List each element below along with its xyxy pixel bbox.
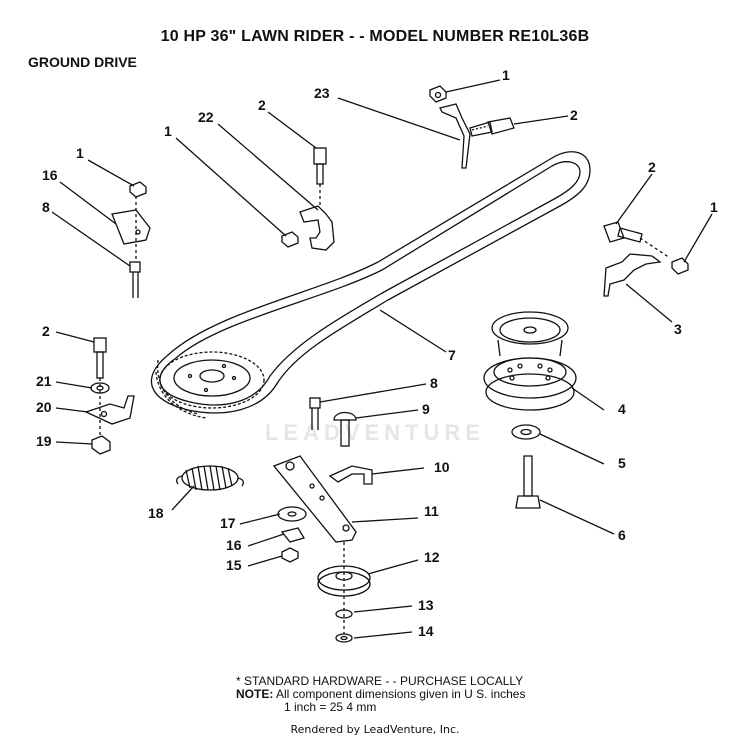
bolt-2-left — [93, 337, 107, 379]
conversion-note: 1 inch = 25 4 mm — [284, 700, 377, 714]
nut-right — [671, 257, 689, 275]
nut-left — [129, 181, 147, 198]
callout-6: 6 — [618, 527, 626, 543]
pulley-4 — [483, 311, 577, 411]
bolt-right — [603, 221, 671, 259]
bracket-20 — [84, 395, 135, 425]
callout-16: 16 — [42, 167, 58, 183]
callout-13: 13 — [418, 597, 434, 613]
rendered-by-credit: Rendered by LeadVenture, Inc. — [290, 723, 460, 736]
stud-8-center — [309, 397, 321, 430]
callout-2: 2 — [648, 159, 656, 175]
bolt-22 — [313, 147, 327, 208]
callout-3: 3 — [674, 321, 682, 337]
callout-12: 12 — [424, 549, 440, 565]
callout-21: 21 — [36, 373, 52, 389]
callout-2: 2 — [570, 107, 578, 123]
washer-17 — [277, 506, 307, 522]
hex-nut-top — [429, 85, 447, 103]
callout-16: 16 — [226, 537, 242, 553]
spring-18 — [176, 465, 244, 491]
note-label: NOTE: — [236, 687, 274, 701]
bracket-3 — [603, 253, 662, 297]
bracket-10 — [328, 465, 373, 485]
belt-pulley-plate — [173, 359, 251, 397]
callout-8: 8 — [430, 375, 438, 391]
callout-14: 14 — [418, 623, 434, 639]
idler-arm-11 — [272, 455, 357, 543]
callout-19: 19 — [36, 433, 52, 449]
callout-labels: 1 2 23 2 22 1 1 16 8 2 1 3 7 2 21 20 19 … — [36, 67, 718, 639]
callout-7: 7 — [448, 347, 456, 363]
section-subtitle: GROUND DRIVE — [28, 54, 137, 70]
callout-5: 5 — [618, 455, 626, 471]
bolt-6 — [515, 455, 541, 509]
callout-1: 1 — [76, 145, 84, 161]
page-title: 10 HP 36" LAWN RIDER - - MODEL NUMBER RE… — [160, 28, 590, 45]
callout-15: 15 — [226, 557, 242, 573]
callout-4: 4 — [618, 401, 626, 417]
dimensions-note: NOTE: All component dimensions given in … — [236, 688, 525, 701]
callout-22: 22 — [198, 109, 214, 125]
callout-1: 1 — [164, 123, 172, 139]
callout-11: 11 — [424, 503, 439, 519]
bolt-top — [469, 117, 515, 137]
plate-16 — [111, 209, 151, 245]
carriage-bolt-9 — [333, 411, 357, 447]
stud-8 — [129, 261, 141, 298]
nut-19 — [91, 435, 111, 455]
callout-2: 2 — [258, 97, 266, 113]
callout-10: 10 — [434, 459, 450, 475]
nut-15 — [281, 547, 299, 563]
washer-5 — [511, 424, 541, 440]
callout-8: 8 — [42, 199, 50, 215]
belt-guide-23 — [439, 103, 471, 169]
callout-2: 2 — [42, 323, 50, 339]
callout-23: 23 — [314, 85, 330, 101]
standard-hardware-note: * STANDARD HARDWARE - - PURCHASE LOCALLY — [236, 674, 524, 688]
callout-1: 1 — [502, 67, 510, 83]
callout-9: 9 — [422, 401, 430, 417]
callout-20: 20 — [36, 399, 52, 415]
note-text: All component dimensions given in U S. i… — [276, 687, 526, 701]
callout-17: 17 — [220, 515, 236, 531]
footer-notes: * STANDARD HARDWARE - - PURCHASE LOCALLY… — [236, 675, 525, 714]
callout-18: 18 — [148, 505, 164, 521]
bracket-22 — [299, 205, 335, 251]
clip-16 — [280, 527, 305, 543]
nut-14 — [335, 633, 353, 643]
callout-1: 1 — [710, 199, 718, 215]
nut-22 — [281, 231, 299, 248]
drive-belt — [150, 151, 591, 419]
watermark: LEADVENTURE — [264, 420, 485, 445]
